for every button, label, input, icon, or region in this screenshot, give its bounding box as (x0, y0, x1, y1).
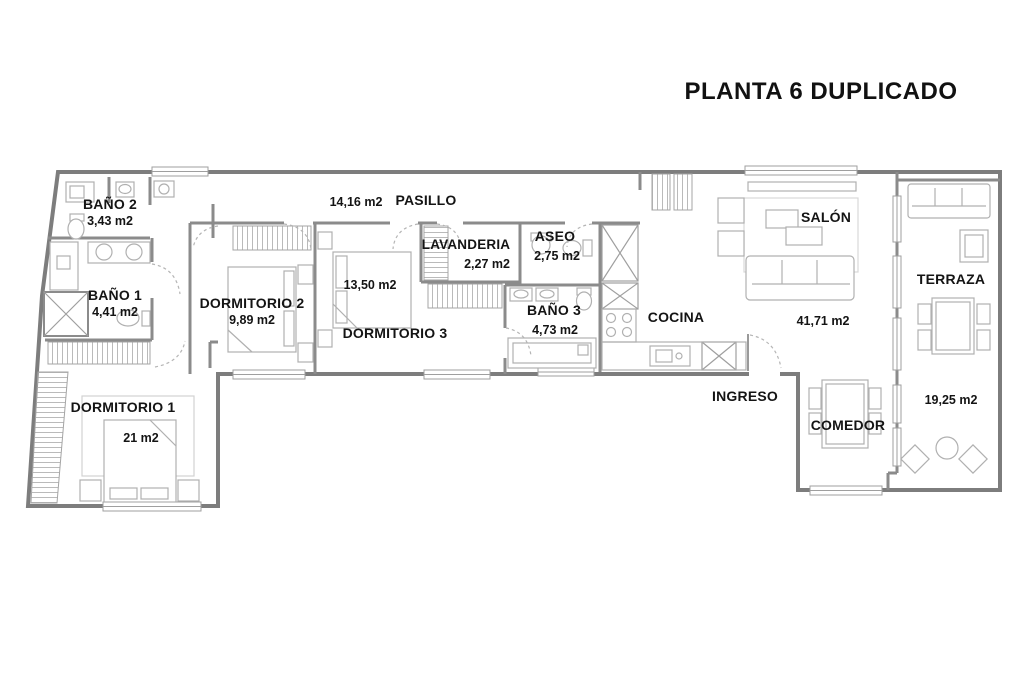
page-title: PLANTA 6 DUPLICADO (684, 78, 958, 105)
door-arcs (151, 223, 782, 369)
room-label-dormitorio3: DORMITORIO 3 (342, 325, 448, 341)
aseo-toilet (562, 239, 582, 257)
room-label-pasillo: PASILLO (395, 192, 457, 208)
sofa (745, 255, 855, 301)
bano1-toilet (116, 309, 140, 327)
wardrobe-dormitorio1 (47, 341, 151, 365)
bathroom-fixtures (49, 180, 597, 369)
bano1-unit (49, 241, 79, 291)
room-label-dormitorio3-area: 13,50 m2 (343, 278, 397, 292)
coffee-table-1 (765, 209, 799, 229)
sideboard (747, 181, 857, 192)
room-label-salon-area: 41,71 m2 (796, 314, 850, 328)
shelf-strip-1 (651, 173, 671, 211)
room-label-ingreso: INGRESO (712, 388, 778, 404)
bedroom-furniture (79, 231, 412, 503)
terrace-furniture (900, 183, 991, 474)
wardrobe-dormitorio2 (232, 225, 312, 251)
room-label-dormitorio1: DORMITORIO 1 (70, 399, 176, 415)
tv-unit-1 (717, 197, 745, 224)
living-room-furniture (717, 181, 859, 301)
room-label-lavanderia: LAVANDERIA (421, 237, 511, 252)
room-label-aseo: ASEO (534, 228, 576, 244)
windows (102, 165, 902, 512)
wardrobe-hatches (30, 173, 693, 504)
shelf-strip-2 (673, 173, 693, 211)
kitchen-sink (649, 345, 691, 367)
room-label-terraza: TERRAZA (916, 271, 986, 287)
round-table (935, 436, 959, 460)
entry-door-gap (749, 368, 780, 380)
stove (601, 308, 637, 343)
room-label-bano2: BAÑO 2 3,43 m2 (82, 196, 138, 229)
room-label-terraza-area: 19,25 m2 (924, 393, 978, 407)
lounge-chair-1 (900, 444, 930, 474)
room-label-cocina: COCINA (647, 309, 705, 325)
bano2-toilet (67, 218, 85, 240)
room-label-pasillo-area: 14,16 m2 (329, 195, 383, 209)
room-label-bano3: BAÑO 3 (526, 302, 582, 318)
room-label-bano3-area: 4,73 m2 (532, 323, 578, 337)
tv-unit-2 (717, 230, 745, 257)
room-label-comedor: COMEDOR (810, 417, 886, 433)
aseo-sink (531, 235, 551, 255)
kitchen-counter (601, 308, 747, 371)
room-label-salon: SALÓN (801, 209, 851, 225)
coffee-table-2 (785, 226, 823, 246)
room-label-dormitorio1-area: 21 m2 (123, 431, 159, 445)
dining-furniture (808, 379, 882, 449)
wardrobe-dormitorio3 (427, 283, 503, 309)
washer-column (423, 225, 449, 281)
staircase (30, 371, 69, 504)
terrace-sofa (907, 183, 991, 219)
room-label-lavanderia-area: 2,27 m2 (464, 257, 510, 271)
room-label-aseo-area: 2,75 m2 (534, 249, 580, 263)
bano3-toilet (575, 291, 593, 311)
room-label-bano1: BAÑO 1 4,41 m2 (87, 287, 143, 320)
shafts (43, 224, 737, 371)
room-label-dormitorio2: DORMITORIO 2 9,89 m2 (199, 295, 305, 328)
lounge-chair-2 (958, 444, 988, 474)
